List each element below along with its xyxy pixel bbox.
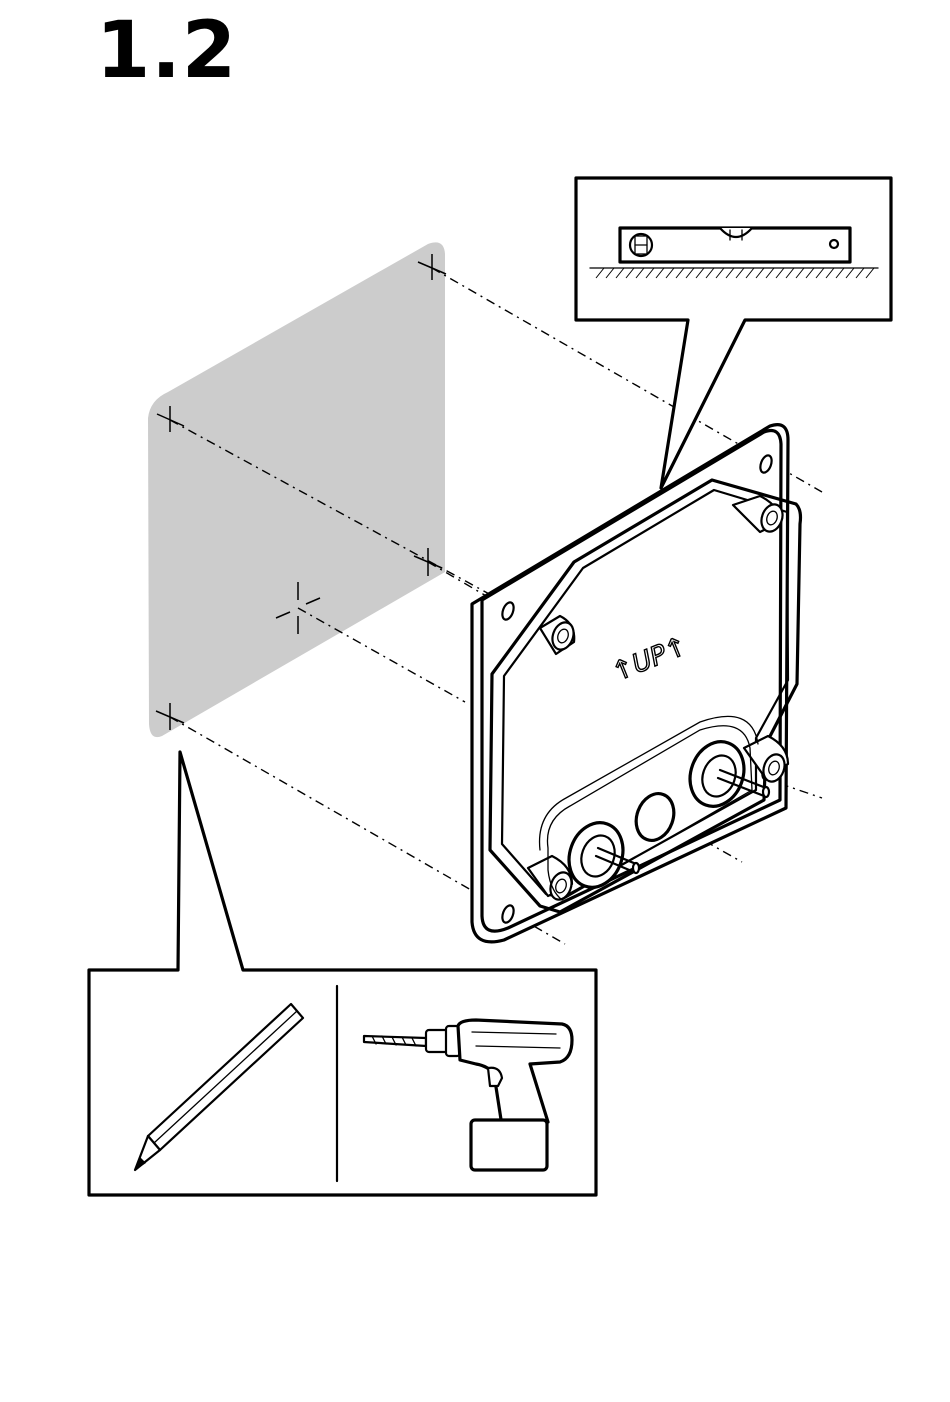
wall-panel (148, 242, 445, 737)
level-callout (576, 178, 891, 488)
mounting-bracket (472, 425, 801, 942)
